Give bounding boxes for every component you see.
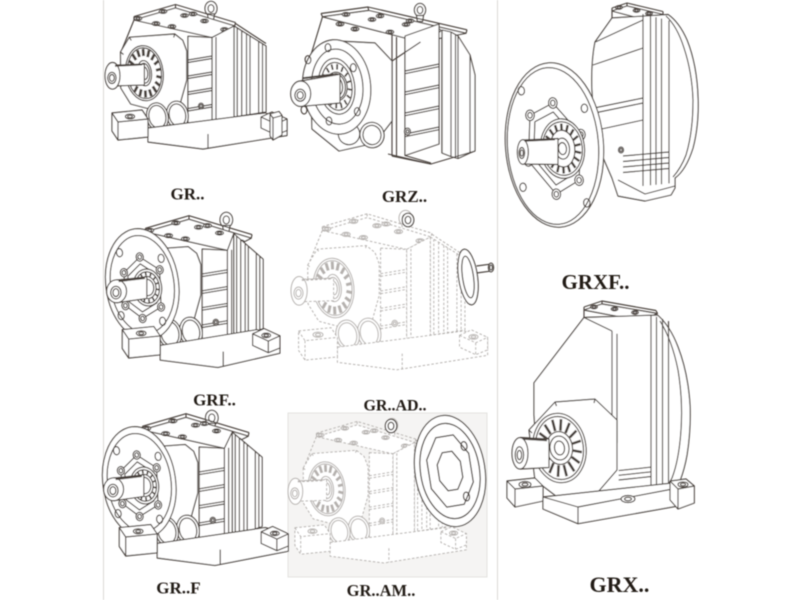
svg-text:GRX..: GRX..: [590, 572, 650, 597]
svg-text:GR..AM..: GR..AM..: [347, 581, 416, 600]
svg-text:GR..F: GR..F: [156, 579, 200, 598]
svg-text:GR..AD..: GR..AD..: [363, 398, 426, 415]
svg-text:GRZ..: GRZ..: [382, 187, 427, 206]
svg-text:GR..: GR..: [171, 185, 205, 204]
svg-text:GRXF..: GRXF..: [561, 270, 629, 294]
svg-text:GRF..: GRF..: [193, 391, 236, 410]
